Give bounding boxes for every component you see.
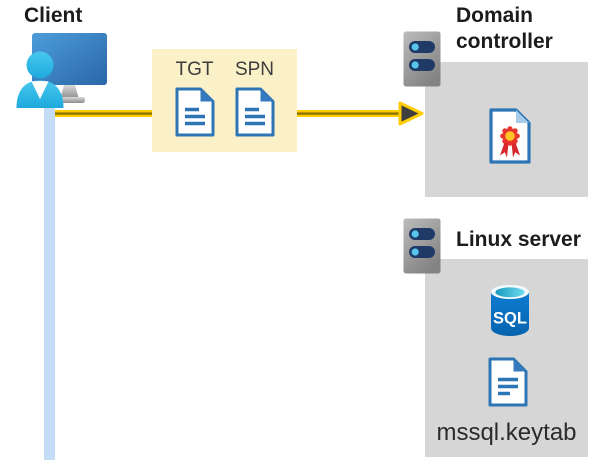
spn-document-icon — [235, 87, 275, 137]
tgt-label: TGT — [175, 59, 214, 80]
tgt-token: TGT — [175, 58, 215, 137]
client-timeline-line — [44, 86, 55, 460]
client-computer-icon — [16, 33, 107, 108]
certificate-icon — [489, 108, 531, 164]
domain-controller-server-icon — [403, 31, 441, 87]
domain-controller-label: Domain controller — [456, 4, 553, 53]
tgt-document-icon — [175, 87, 215, 137]
keytab-document-icon — [488, 357, 528, 407]
spn-token: SPN — [235, 58, 275, 137]
client-label: Client — [24, 4, 83, 27]
spn-label: SPN — [234, 59, 275, 80]
token-box: TGT SPN — [152, 49, 297, 152]
sql-database-icon: SQL — [491, 285, 529, 336]
linux-server-icon — [403, 218, 441, 274]
linux-server-label: Linux server — [456, 228, 581, 251]
sql-database-label: SQL — [493, 310, 527, 328]
keytab-filename-label: mssql.keytab — [436, 419, 577, 446]
